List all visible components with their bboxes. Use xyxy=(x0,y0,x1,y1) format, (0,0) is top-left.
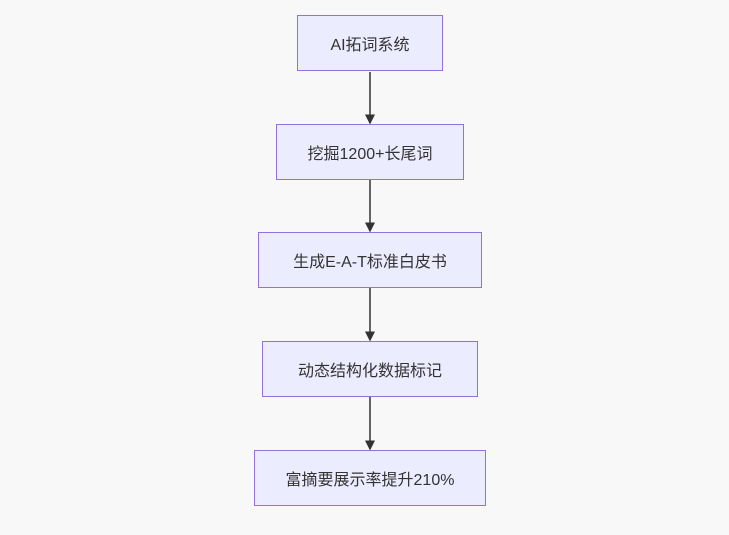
flow-node-ai-system: AI拓词系统 xyxy=(297,15,443,71)
flow-node-rich-snippet-rate: 富摘要展示率提升210% xyxy=(254,450,486,506)
flow-node-label: 生成E-A-T标准白皮书 xyxy=(293,254,447,271)
flow-node-label: 挖掘1200+长尾词 xyxy=(307,146,433,163)
flow-node-label: 动态结构化数据标记 xyxy=(297,363,442,380)
flow-node-structured-data: 动态结构化数据标记 xyxy=(262,341,478,397)
flow-node-longtail-keywords: 挖掘1200+长尾词 xyxy=(276,124,464,180)
flow-node-eat-whitepaper: 生成E-A-T标准白皮书 xyxy=(258,232,482,288)
flow-node-label: AI拓词系统 xyxy=(330,37,410,54)
flow-node-label: 富摘要展示率提升210% xyxy=(285,472,455,489)
